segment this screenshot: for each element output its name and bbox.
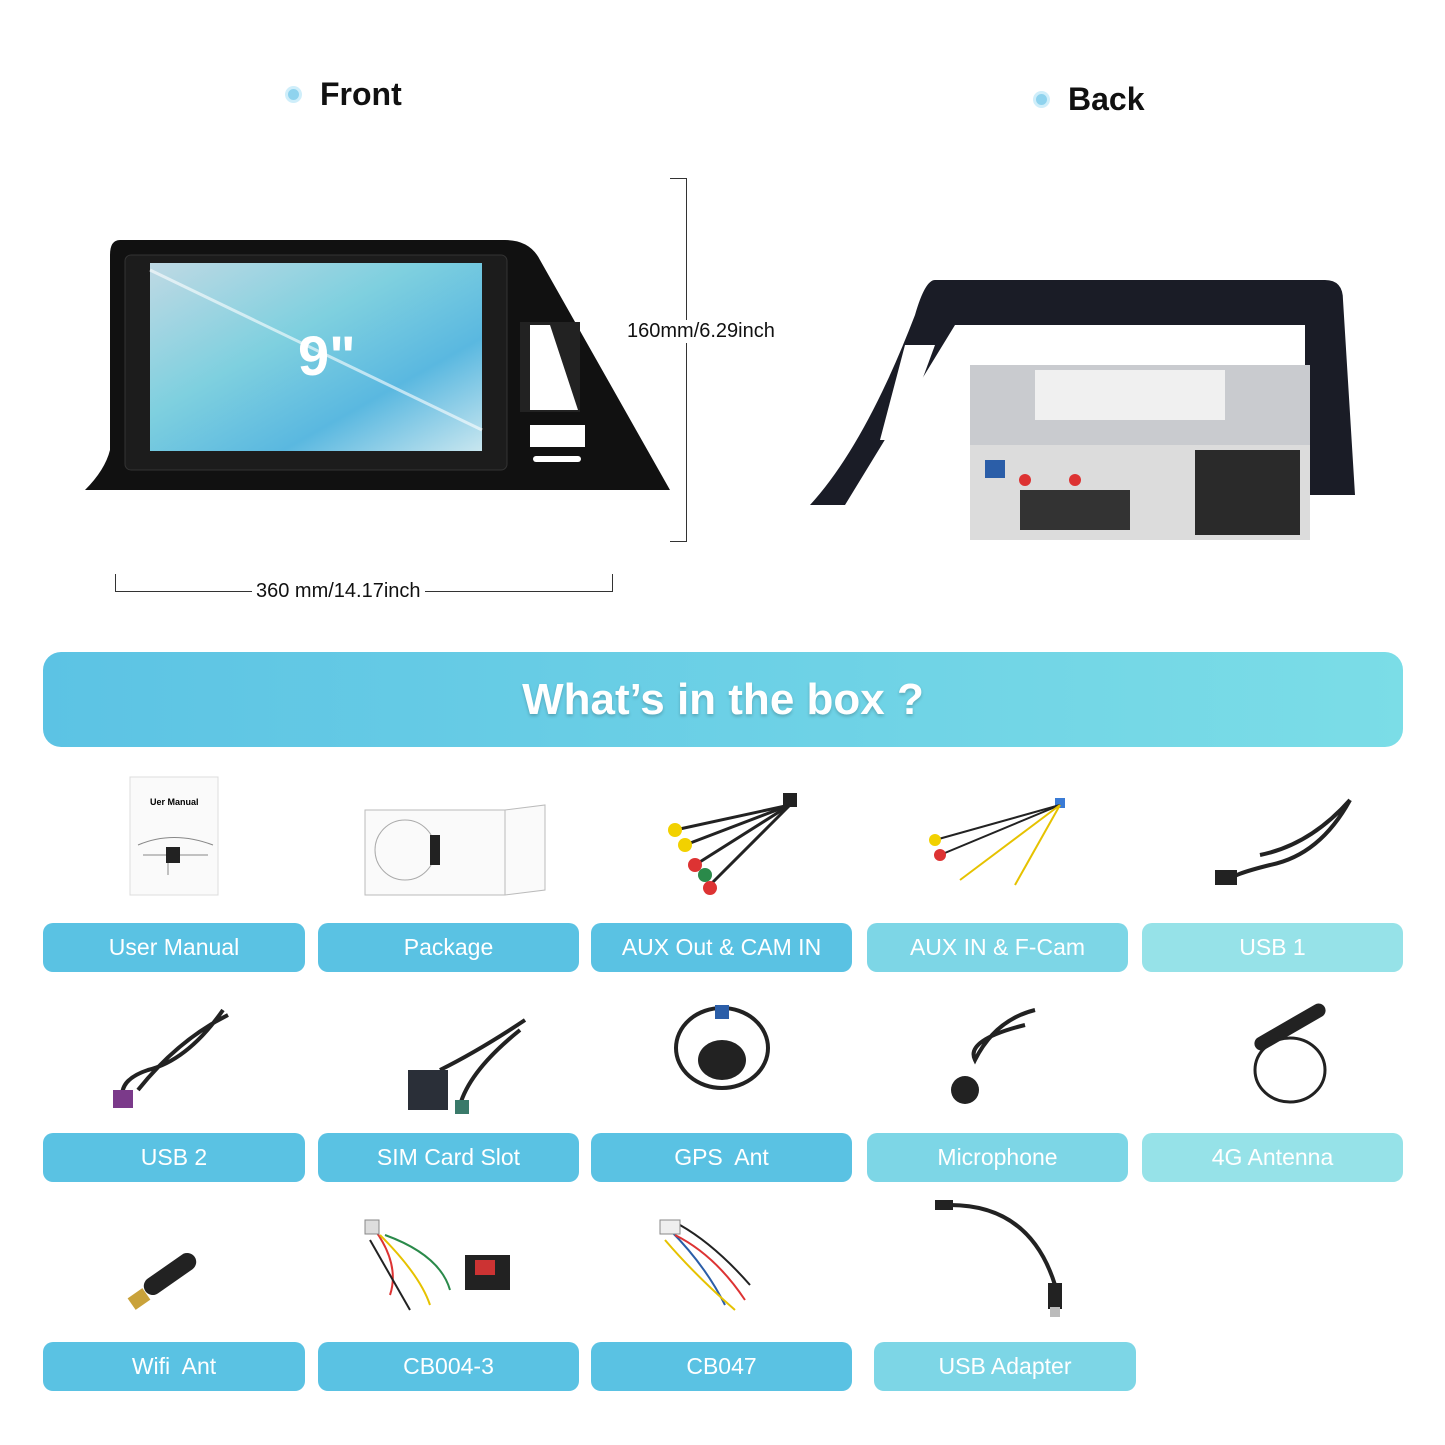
item-label-package: Package bbox=[318, 923, 579, 972]
item-label-aux-in-f-cam: AUX IN & F-Cam bbox=[867, 923, 1128, 972]
sim-card-slot-image bbox=[408, 1018, 527, 1114]
width-dimension: 360 mm/14.17inch bbox=[252, 580, 425, 603]
back-heading: Back bbox=[1033, 81, 1145, 118]
item-label-wifi-antenna: Wifi Ant bbox=[43, 1342, 305, 1391]
bullet-icon bbox=[1033, 91, 1050, 108]
item-label-gps-antenna: GPS Ant bbox=[591, 1133, 852, 1182]
whats-in-the-box-banner: What’s in the box ? bbox=[43, 652, 1403, 747]
head-unit-front-image: 9" bbox=[85, 240, 670, 490]
aux-in-f-cam-cable-image bbox=[929, 798, 1065, 886]
4g-antenna-image bbox=[1253, 1003, 1327, 1104]
item-label-usb2: USB 2 bbox=[43, 1133, 305, 1182]
item-label-microphone: Microphone bbox=[867, 1133, 1128, 1182]
head-unit-back-image bbox=[810, 280, 1355, 540]
item-label-usb-adapter: USB Adapter bbox=[874, 1342, 1136, 1391]
cb004-3-harness-image bbox=[364, 1219, 510, 1311]
item-label-cb047: CB047 bbox=[591, 1342, 852, 1391]
screen-size-label: 9" bbox=[298, 324, 356, 387]
item-label-user-manual: User Manual bbox=[43, 923, 305, 972]
aux-out-cam-in-cable-image bbox=[668, 793, 797, 895]
item-label-cb004-3: CB004-3 bbox=[318, 1342, 579, 1391]
gps-antenna-image bbox=[674, 1005, 770, 1090]
cb047-harness-image bbox=[659, 1219, 751, 1311]
user-manual-image: Uer Manual bbox=[129, 776, 219, 896]
usb1-cable-image bbox=[1215, 798, 1352, 885]
back-label: Back bbox=[1068, 81, 1145, 117]
height-dimension-line bbox=[686, 178, 687, 542]
wifi-antenna-image bbox=[127, 1252, 197, 1310]
height-dimension: 160mm/6.29inch bbox=[623, 320, 779, 343]
bullet-icon bbox=[285, 86, 302, 103]
front-label: Front bbox=[320, 76, 402, 112]
svg-text:Uer Manual: Uer Manual bbox=[150, 797, 199, 807]
item-label-usb1: USB 1 bbox=[1142, 923, 1403, 972]
front-heading: Front bbox=[285, 76, 402, 113]
microphone-image bbox=[951, 1008, 1036, 1104]
usb-adapter-image bbox=[935, 1200, 1062, 1317]
item-label-4g-antenna: 4G Antenna bbox=[1142, 1133, 1403, 1182]
usb2-cable-image bbox=[113, 1008, 229, 1108]
package-box-image bbox=[364, 804, 546, 896]
item-label-sim-card-slot: SIM Card Slot bbox=[318, 1133, 579, 1182]
item-label-aux-out-cam-in: AUX Out & CAM IN bbox=[591, 923, 852, 972]
